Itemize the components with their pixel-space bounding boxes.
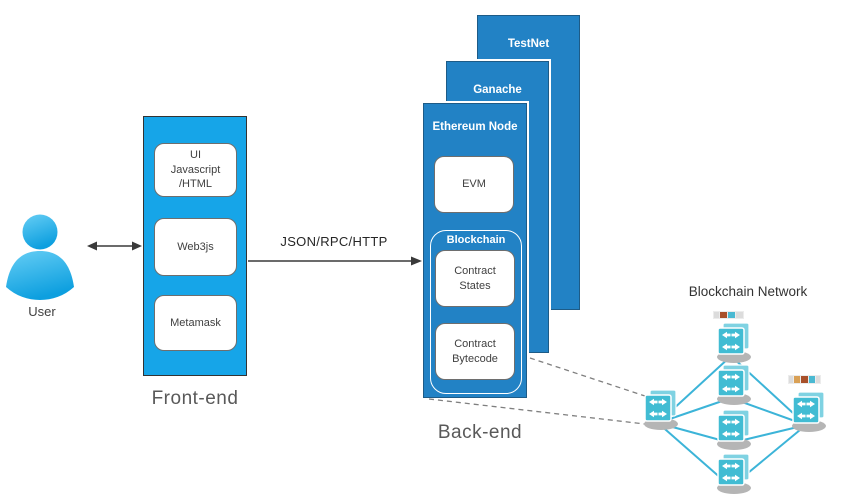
user-frontend-arrow <box>87 241 142 251</box>
ethereum-node-layer: Ethereum Node EVM Blockchain Contract St… <box>421 101 529 400</box>
ethereum-node-label: Ethereum Node <box>432 121 518 133</box>
module-web3js: Web3js <box>154 218 237 276</box>
json-rpc-arrow <box>248 256 422 266</box>
evm-box: EVM <box>434 156 514 213</box>
switch-node-mid4-icon <box>716 453 752 495</box>
network-links <box>657 355 807 488</box>
activity-bar-top-icon <box>713 311 744 319</box>
user-label: User <box>28 304 56 319</box>
switch-node-right-icon <box>791 391 827 433</box>
switch-node-mid1-icon <box>716 322 752 364</box>
contract-bytecode-box: Contract Bytecode <box>435 323 515 380</box>
json-rpc-label: JSON/RPC/HTTP <box>280 234 388 249</box>
switch-node-mid2-icon <box>716 364 752 406</box>
backend-label: Back-end <box>437 422 523 443</box>
blockchain-group: Blockchain Contract States Contract Byte… <box>430 230 522 394</box>
switch-node-mid3-icon <box>716 409 752 451</box>
frontend-box: UI Javascript /HTML Web3js Metamask <box>143 116 247 376</box>
switch-node-left-icon <box>643 389 679 431</box>
ganache-label: Ganache <box>473 84 522 96</box>
module-metamask: Metamask <box>154 295 237 351</box>
module-ui-javascript-html: UI Javascript /HTML <box>154 143 237 197</box>
blockchain-group-label: Blockchain <box>446 234 506 246</box>
frontend-label: Front-end <box>151 388 239 409</box>
testnet-label: TestNet <box>507 38 550 50</box>
blockchain-network-label: Blockchain Network <box>688 284 808 299</box>
user-icon <box>6 214 74 300</box>
contract-states-box: Contract States <box>435 250 515 307</box>
activity-bar-right-icon <box>788 375 821 384</box>
